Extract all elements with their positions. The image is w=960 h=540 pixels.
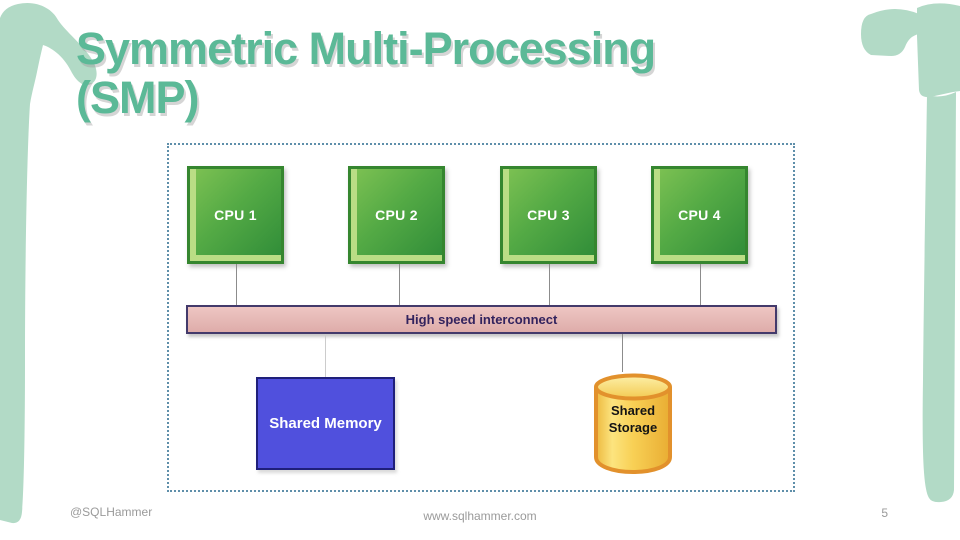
connector-cpu4-bus <box>700 264 701 305</box>
hammer-decoration-left <box>0 2 97 524</box>
cpu-label: CPU 3 <box>527 207 570 223</box>
title-line-2: (SMP) <box>76 72 199 123</box>
footer-website: www.sqlhammer.com <box>423 509 537 523</box>
smp-diagram: CPU 1 CPU 2 CPU 3 CPU 4 High speed inter… <box>167 143 795 492</box>
cpu-label: CPU 4 <box>678 207 721 223</box>
cpu-label: CPU 2 <box>375 207 418 223</box>
interconnect-label: High speed interconnect <box>405 312 558 327</box>
connector-bus-memory <box>325 334 326 377</box>
shared-storage-cylinder: Shared Storage <box>592 370 674 474</box>
interconnect-bar: High speed interconnect <box>186 305 777 334</box>
page-number: 5 <box>881 506 888 520</box>
connector-bus-storage <box>622 334 623 372</box>
footer-author-handle: @SQLHammer <box>70 505 153 519</box>
cpu-box-1: CPU 1 <box>187 166 284 264</box>
cpu-label: CPU 1 <box>214 207 257 223</box>
connector-cpu1-bus <box>236 264 237 305</box>
connector-cpu3-bus <box>549 264 550 305</box>
connector-cpu2-bus <box>399 264 400 305</box>
page-title: Symmetric Multi-Processing (SMP) <box>76 23 656 123</box>
cpu-box-2: CPU 2 <box>348 166 445 264</box>
cylinder-icon <box>594 373 672 474</box>
cpu-box-4: CPU 4 <box>651 166 748 264</box>
shared-memory-label: Shared Memory <box>269 415 382 432</box>
shared-memory-box: Shared Memory <box>256 377 395 470</box>
shared-storage-label: Shared Storage <box>608 403 658 435</box>
hammer-decoration-right <box>861 3 960 503</box>
cpu-box-3: CPU 3 <box>500 166 597 264</box>
title-line-1: Symmetric Multi-Processing <box>76 23 656 74</box>
